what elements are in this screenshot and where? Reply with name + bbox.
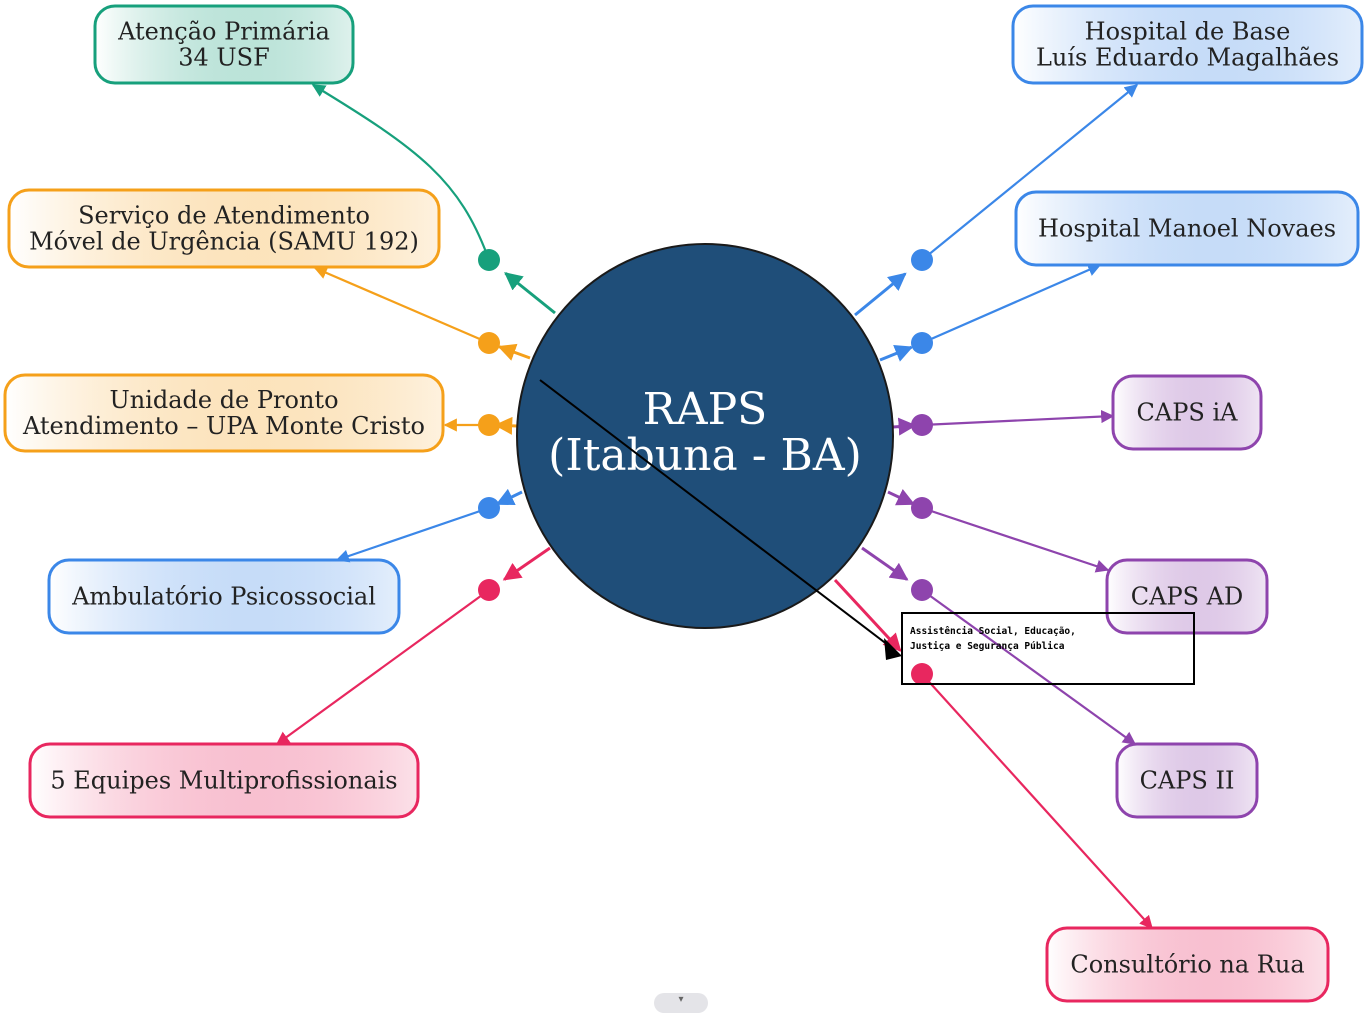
node-label: Atendimento – UPA Monte Cristo [22, 412, 425, 440]
annotation-line-1: Assistência Social, Educação, [910, 626, 1076, 637]
node-label: CAPS II [1140, 767, 1235, 795]
node-label: Serviço de Atendimento [78, 202, 370, 230]
node-consultorio[interactable]: Consultório na Rua [1045, 926, 1330, 1003]
edge-dot [911, 497, 933, 519]
node-box[interactable] [7, 188, 441, 269]
node-label: Hospital de Base [1085, 18, 1291, 46]
node-box[interactable] [1045, 926, 1330, 1003]
edge-caps-ad [887, 488, 1110, 573]
edge-dot [911, 249, 933, 271]
node-box[interactable] [28, 742, 420, 819]
edge-dot [911, 579, 933, 601]
node-box[interactable] [3, 373, 445, 453]
center-node[interactable] [516, 243, 894, 629]
edge-caps-ia [892, 409, 1115, 436]
node-box[interactable] [47, 558, 401, 635]
edge-hospital-base [854, 84, 1139, 317]
node-caps-ia[interactable]: CAPS iA [1111, 374, 1263, 451]
node-label: Unidade de Pronto [109, 386, 338, 414]
edge-dot [478, 332, 500, 354]
node-ambulatorio[interactable]: Ambulatório Psicossocial [47, 558, 401, 635]
node-label: Hospital Manoel Novaes [1038, 215, 1336, 243]
edge-caps-ii [861, 546, 1137, 745]
edge-atencao-primaria [311, 84, 556, 315]
center-title: RAPS [643, 384, 768, 435]
edge-dot [911, 332, 933, 354]
scroll-down-button[interactable]: ▾ [654, 993, 708, 1013]
node-label: Luís Eduardo Magalhães [1036, 44, 1339, 72]
edge-samu [313, 266, 531, 361]
node-label: Consultório na Rua [1070, 951, 1304, 979]
node-label: CAPS iA [1137, 399, 1239, 427]
annotation-arrow [539, 379, 889, 646]
edge-consultorio [833, 578, 1153, 929]
node-box[interactable] [1105, 558, 1269, 635]
edge-equipes [275, 546, 551, 745]
node-label: 5 Equipes Multiprofissionais [50, 767, 397, 795]
node-label: CAPS AD [1131, 583, 1244, 611]
edge-hospital-manoel [879, 263, 1102, 362]
edge-dot [911, 663, 933, 685]
node-box[interactable] [1115, 742, 1259, 819]
edge-dot [478, 497, 500, 519]
annotation-line-2: Justiça e Segurança Pública [910, 641, 1065, 652]
edge-dot [478, 579, 500, 601]
node-box[interactable] [1111, 374, 1263, 451]
node-box[interactable] [1011, 4, 1364, 85]
edge-dot [478, 414, 500, 436]
edge-dot [478, 249, 500, 271]
node-label: Atenção Primária [117, 18, 330, 46]
annotation-arrowhead [884, 638, 902, 660]
node-caps-ii[interactable]: CAPS II [1115, 742, 1259, 819]
annotation-box: Assistência Social, Educação, Justiça e … [901, 612, 1195, 685]
node-label: Móvel de Urgência (SAMU 192) [29, 228, 419, 256]
node-caps-ad[interactable]: CAPS AD [1105, 558, 1269, 635]
node-box[interactable] [93, 4, 355, 85]
edge-upa [443, 414, 518, 436]
edge-ambulatorio [335, 488, 523, 563]
node-equipes[interactable]: 5 Equipes Multiprofissionais [28, 742, 420, 819]
node-hospital-manoel[interactable]: Hospital Manoel Novaes [1014, 190, 1360, 267]
node-label: Ambulatório Psicossocial [71, 583, 376, 611]
center-subtitle: (Itabuna - BA) [548, 430, 862, 481]
node-label: 34 USF [178, 44, 270, 72]
node-box[interactable] [1014, 190, 1360, 267]
edge-dot [911, 414, 933, 436]
